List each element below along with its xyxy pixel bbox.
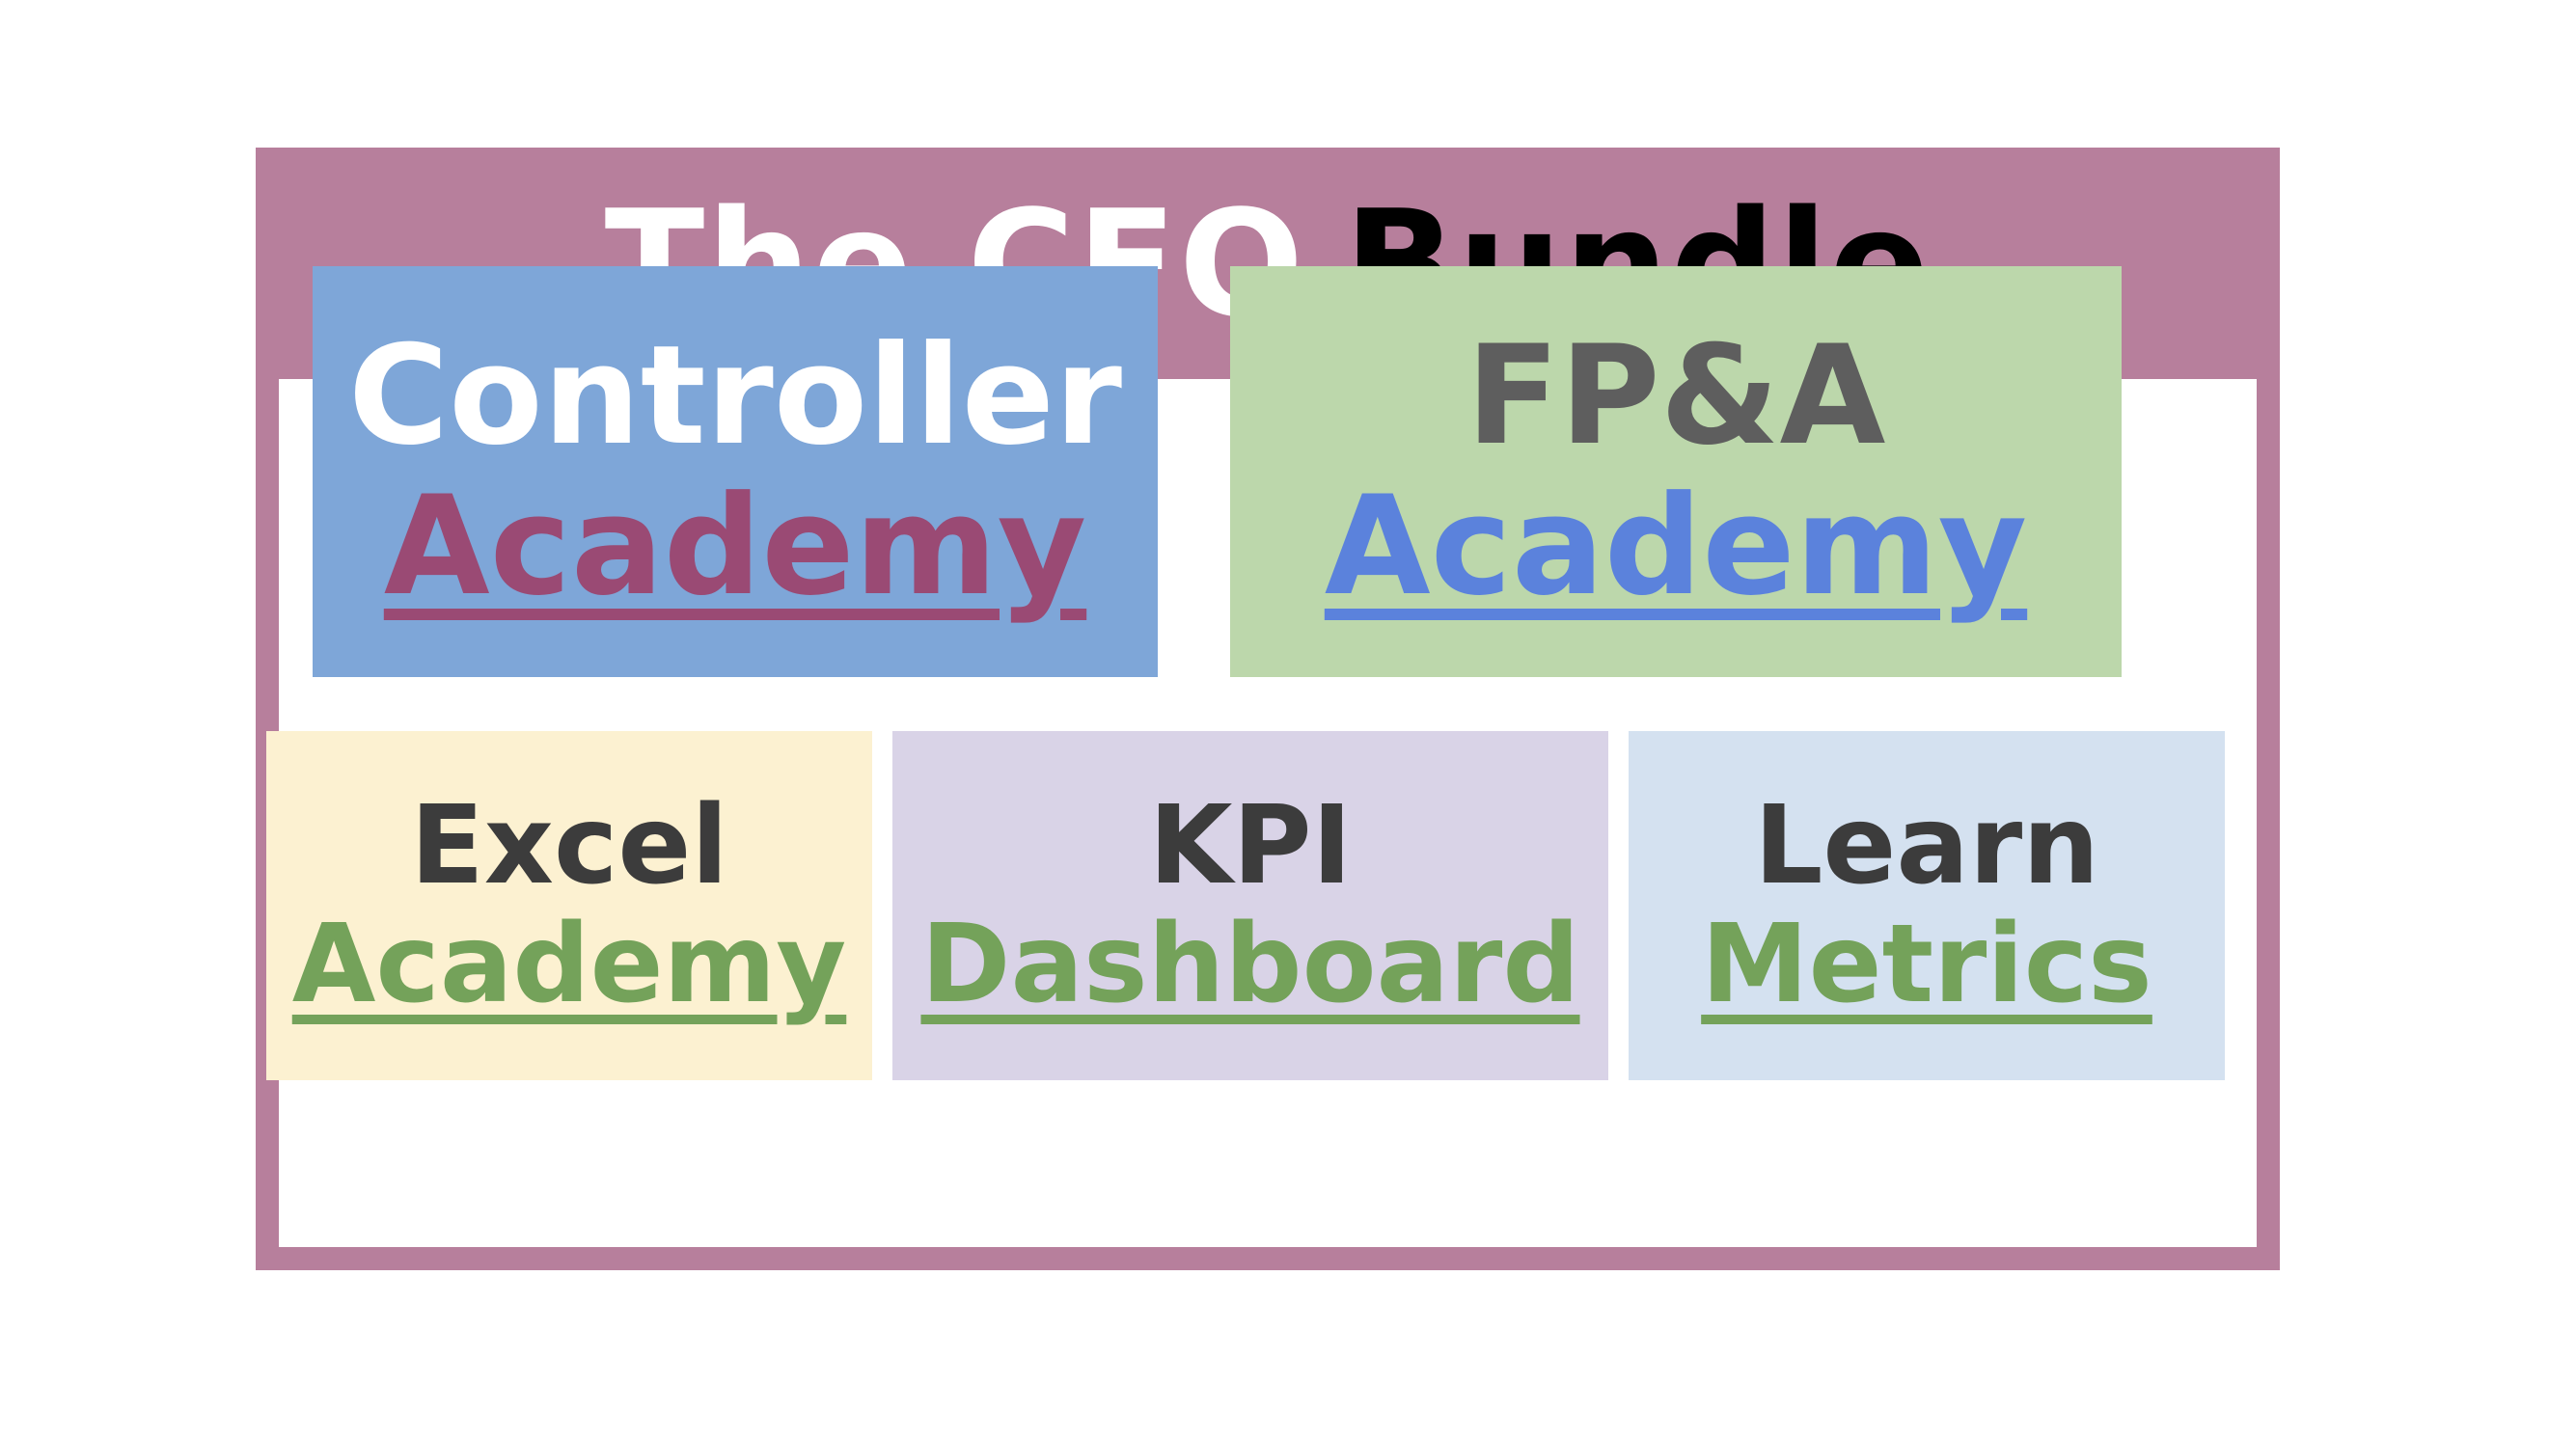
learn-metrics-box[interactable]: Learn Metrics [1629, 731, 2225, 1080]
fpa-academy-box[interactable]: FP&A Academy [1230, 266, 2122, 677]
controller-academy-box[interactable]: Controller Academy [313, 266, 1158, 677]
box-title: KPI [1148, 782, 1353, 909]
box-subtitle-link[interactable]: Academy [383, 467, 1087, 626]
box-subtitle-link[interactable]: Dashboard [920, 902, 1580, 1027]
kpi-dashboard-box[interactable]: KPI Dashboard [892, 731, 1608, 1080]
box-title: Learn [1754, 782, 2099, 909]
box-subtitle-link[interactable]: Academy [291, 902, 847, 1027]
excel-academy-box[interactable]: Excel Academy [266, 731, 872, 1080]
box-subtitle-link[interactable]: Academy [1324, 467, 2028, 626]
box-subtitle-link[interactable]: Metrics [1701, 902, 2152, 1027]
box-title: FP&A [1466, 315, 1886, 475]
box-title: Controller [347, 315, 1122, 475]
box-title: Excel [410, 782, 728, 909]
